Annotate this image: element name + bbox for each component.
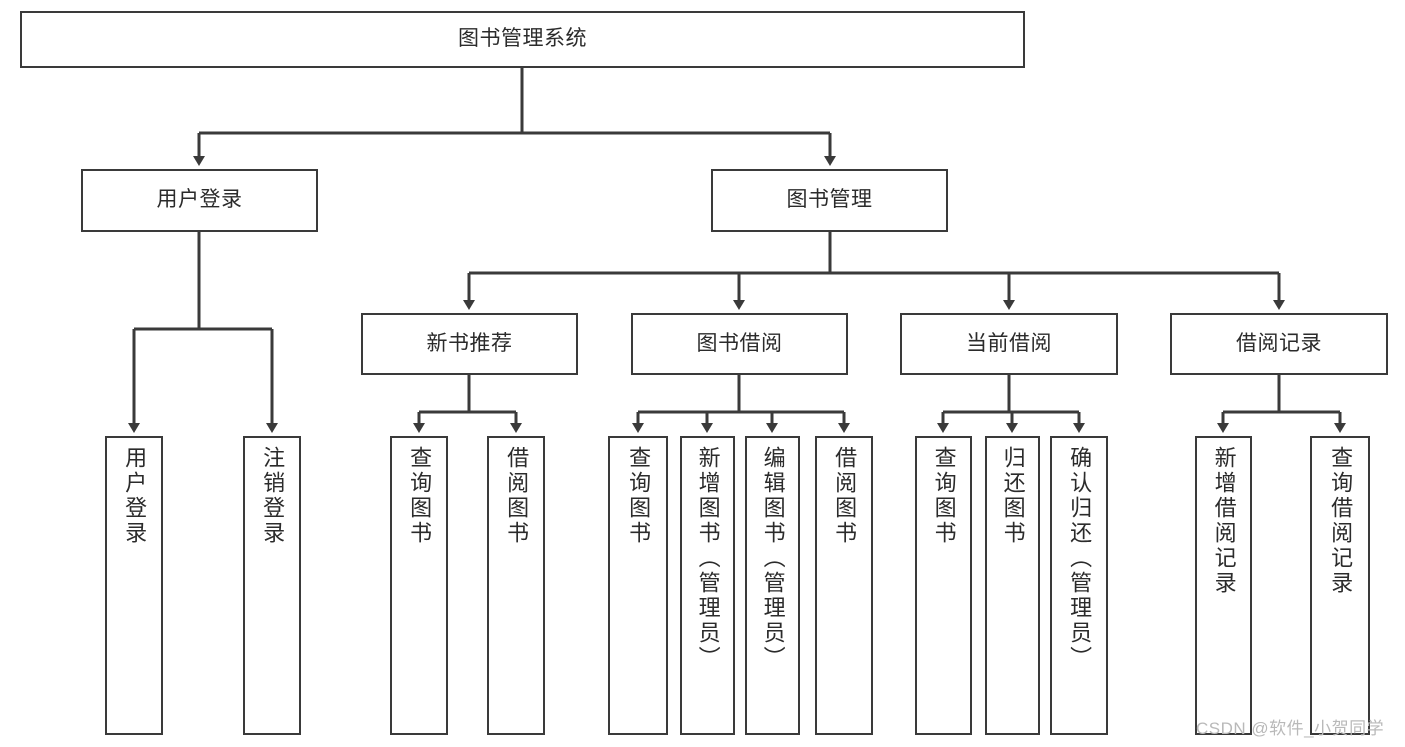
node-level3-3-label: 借阅记录 [1236, 331, 1322, 355]
node-level2-1-label: 图书管理 [786, 188, 873, 212]
node-leaf-10-label: 确认归还（管理员） [1067, 446, 1093, 671]
node-leaf-1[interactable]: 注销登录 [243, 436, 301, 735]
node-level3-1-label: 图书借阅 [696, 331, 783, 355]
node-leaf-0-label: 用户登录 [122, 446, 148, 546]
node-level3-2[interactable]: 当前借阅 [900, 313, 1118, 375]
node-level2-1[interactable]: 图书管理 [711, 169, 948, 232]
node-level2-0[interactable]: 用户登录 [81, 169, 318, 232]
node-leaf-9[interactable]: 归还图书 [985, 436, 1040, 735]
node-leaf-11[interactable]: 新增借阅记录 [1195, 436, 1252, 735]
node-leaf-4-label: 查询图书 [626, 446, 652, 546]
node-leaf-2-label: 查询图书 [407, 446, 433, 546]
node-root-label: 图书管理系统 [458, 27, 587, 51]
node-leaf-8[interactable]: 查询图书 [915, 436, 972, 735]
node-leaf-12[interactable]: 查询借阅记录 [1310, 436, 1370, 735]
node-root[interactable]: 图书管理系统 [20, 11, 1025, 68]
node-leaf-11-label: 新增借阅记录 [1211, 446, 1237, 596]
node-level3-2-label: 当前借阅 [966, 331, 1052, 355]
node-leaf-5[interactable]: 新增图书（管理员） [680, 436, 735, 735]
node-leaf-12-label: 查询借阅记录 [1328, 446, 1354, 596]
node-level2-0-label: 用户登录 [156, 188, 243, 212]
node-leaf-8-label: 查询图书 [931, 446, 957, 546]
node-level3-3[interactable]: 借阅记录 [1170, 313, 1388, 375]
node-leaf-6[interactable]: 编辑图书（管理员） [745, 436, 800, 735]
node-level3-0-label: 新书推荐 [426, 331, 513, 355]
node-leaf-2[interactable]: 查询图书 [390, 436, 448, 735]
node-leaf-0[interactable]: 用户登录 [105, 436, 163, 735]
node-leaf-9-label: 归还图书 [1000, 446, 1026, 546]
node-level3-0[interactable]: 新书推荐 [361, 313, 578, 375]
node-leaf-7-label: 借阅图书 [832, 446, 858, 546]
node-leaf-7[interactable]: 借阅图书 [815, 436, 873, 735]
node-leaf-3-label: 借阅图书 [504, 446, 530, 546]
node-leaf-6-label: 编辑图书（管理员） [760, 446, 786, 671]
node-leaf-5-label: 新增图书（管理员） [695, 446, 721, 671]
node-level3-1[interactable]: 图书借阅 [631, 313, 848, 375]
node-leaf-3[interactable]: 借阅图书 [487, 436, 545, 735]
node-leaf-4[interactable]: 查询图书 [608, 436, 668, 735]
node-leaf-1-label: 注销登录 [260, 446, 286, 546]
node-leaf-10[interactable]: 确认归还（管理员） [1050, 436, 1108, 735]
